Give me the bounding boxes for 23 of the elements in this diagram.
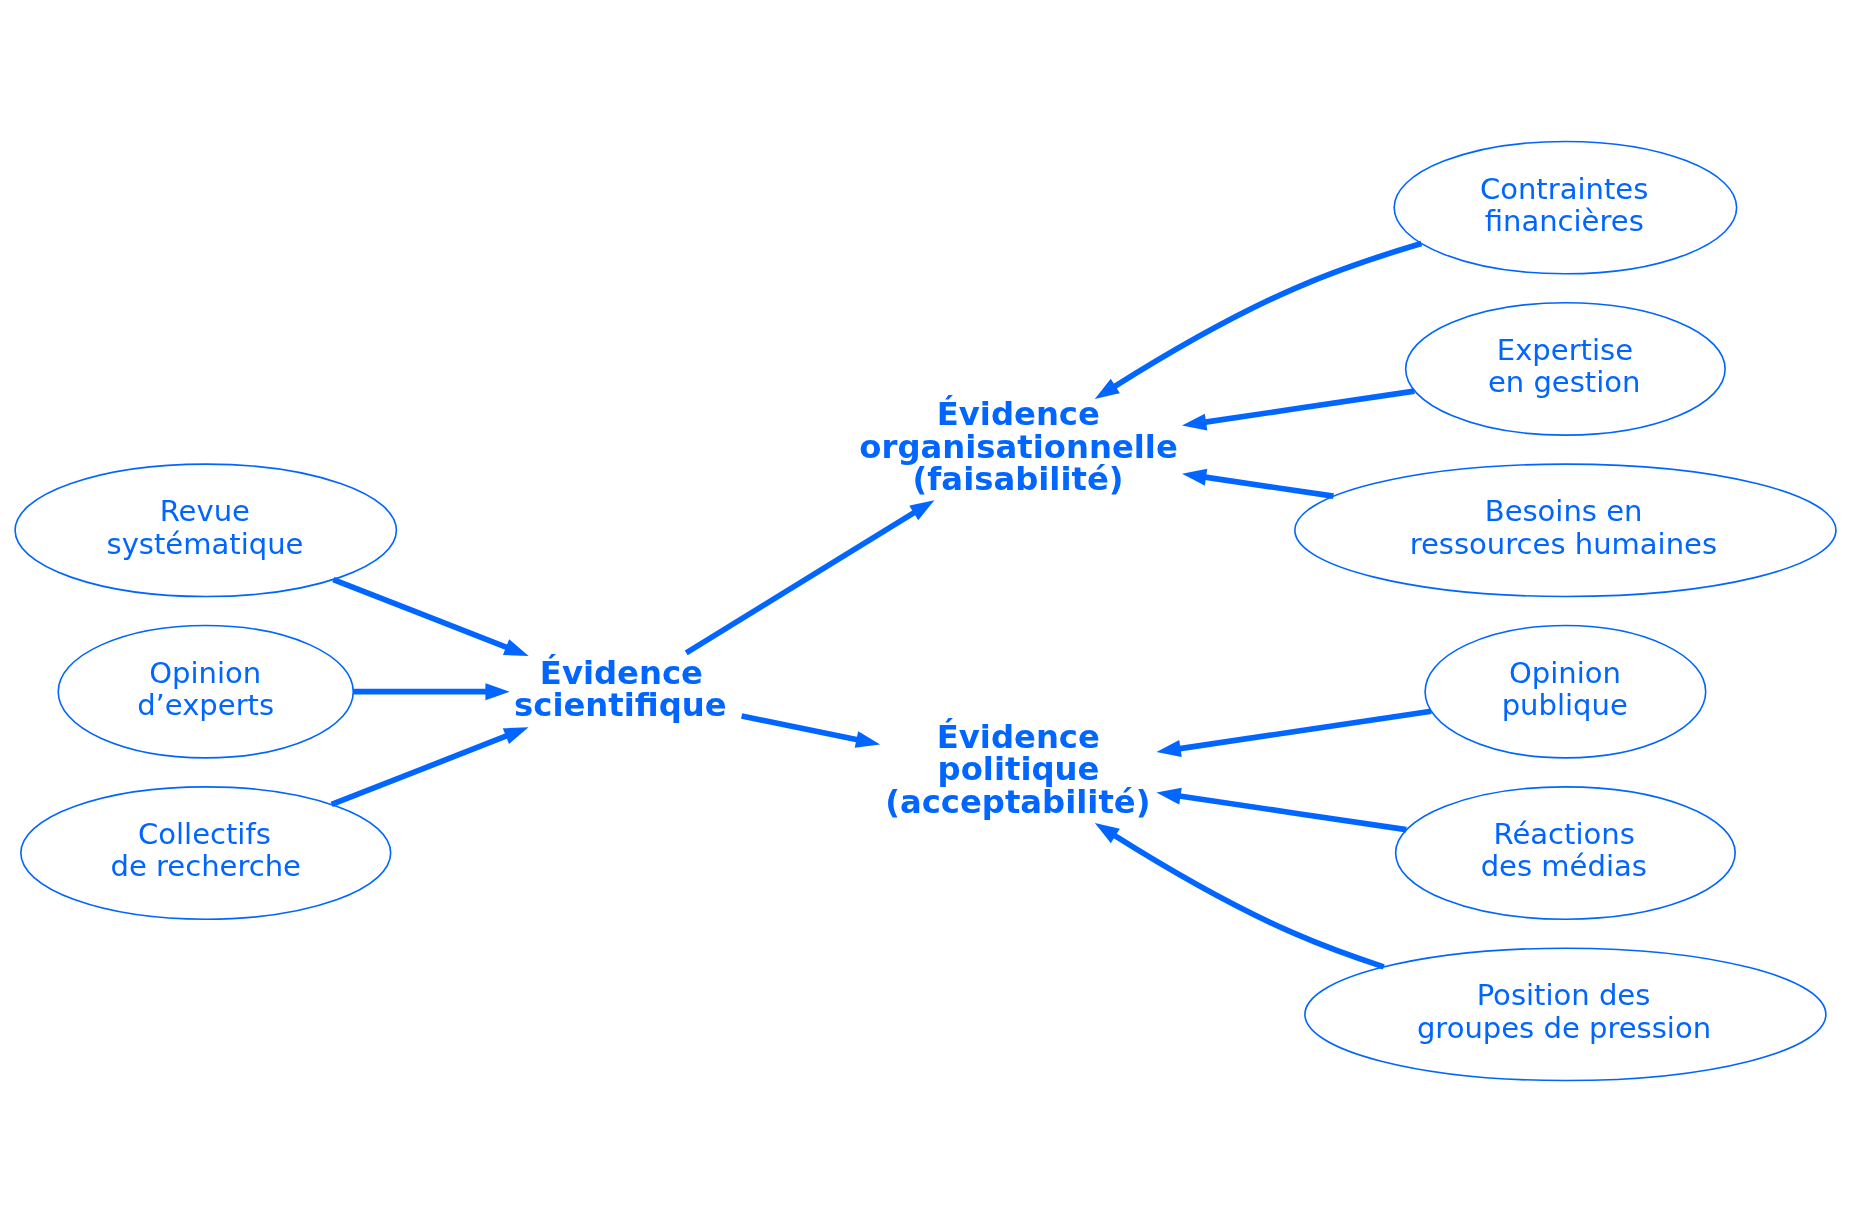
arrow xyxy=(1156,787,1407,832)
node-ellipse: Contraintes financières xyxy=(1393,140,1738,275)
arrow xyxy=(1156,708,1432,757)
node-ellipse: Opinion d’experts xyxy=(57,624,355,759)
arrow xyxy=(332,576,529,656)
node-ellipse: Besoins en ressources humaines xyxy=(1294,462,1837,597)
arrow xyxy=(1094,822,1385,970)
node-ellipse: Réactions des médias xyxy=(1394,785,1736,920)
node-text: Évidence organisationnelle (faisabilité) xyxy=(859,394,1178,498)
node-ellipse: Revue systématique xyxy=(14,462,398,597)
arrow xyxy=(353,682,510,700)
node-text: Évidence politique (acceptabilité) xyxy=(885,717,1151,821)
node-text: Évidence scientifique xyxy=(514,653,727,724)
arrow xyxy=(330,726,529,807)
node-ellipse: Collectifs de recherche xyxy=(20,785,392,920)
node-ellipse: Opinion publique xyxy=(1424,624,1707,759)
node-ellipse: Position des groupes de pression xyxy=(1304,946,1827,1081)
arrow xyxy=(741,712,881,748)
arrow xyxy=(1182,387,1415,430)
node-ellipse: Expertise en gestion xyxy=(1404,301,1726,436)
arrow xyxy=(1182,468,1334,499)
arrow xyxy=(1094,240,1423,399)
arrow xyxy=(684,499,935,655)
